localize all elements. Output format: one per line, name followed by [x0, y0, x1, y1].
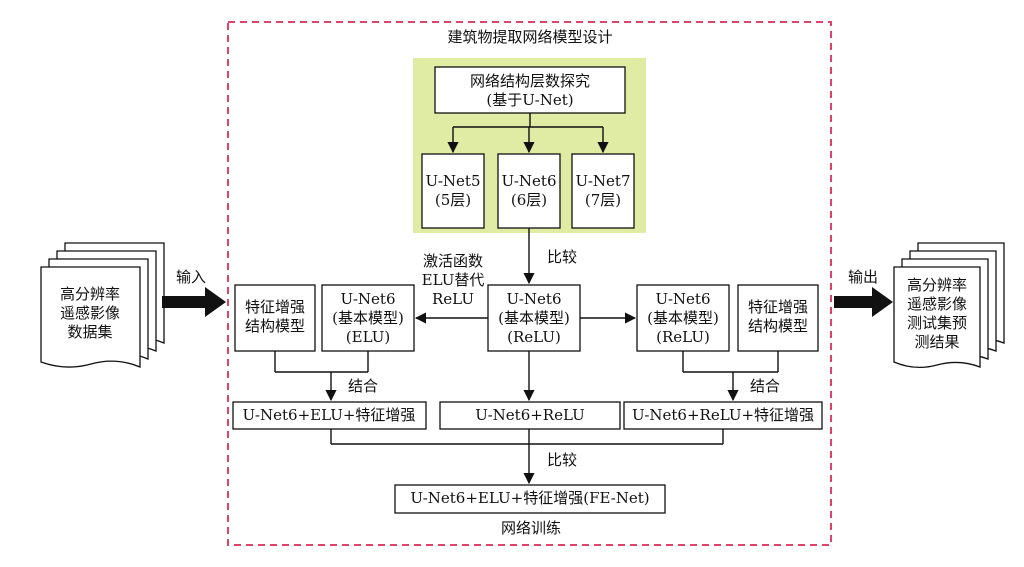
unet5-box: [421, 153, 485, 229]
unet6-elu-label: U-Net6 (基本模型) (ELU): [332, 290, 404, 346]
frame-footer: 网络训练: [500, 519, 561, 537]
compare-top-label: 比较: [546, 248, 577, 266]
output-label: 输出: [847, 268, 878, 286]
compare-bottom-label: 比较: [546, 451, 577, 469]
feature-enhance-right-box: [737, 284, 819, 352]
network-explore-box: [434, 66, 626, 114]
design-frame: [227, 21, 832, 546]
input-arrow-icon: [162, 287, 226, 317]
combo-center-box: [439, 401, 621, 430]
unet7-layer-label: U-Net7 (7层): [575, 172, 631, 209]
unet6-layer-label: U-Net6 (6层): [501, 172, 557, 209]
network-explore-label: 网络结构层数探究 (基于U-Net): [469, 72, 590, 109]
input-label: 输入: [175, 268, 206, 286]
output-arrow-icon: [834, 287, 893, 317]
combo-center-label: U-Net6+ReLU: [475, 406, 585, 424]
feature-enhance-left-label: 特征增强 结构模型: [244, 298, 305, 335]
combo-left-label: U-Net6+ELU+特征增强: [242, 406, 416, 424]
combo-left-box: [232, 401, 427, 430]
combine-left-label: 结合: [347, 377, 378, 395]
input-dataset-label: 高分辨率 遥感影像 数据集: [59, 285, 120, 341]
unet6-relu-center-label: U-Net6 (基本模型) (ReLU): [498, 290, 570, 346]
unet7-layer-box: [571, 153, 635, 229]
feature-enhance-left-box: [234, 284, 316, 352]
unet6-elu-box: [321, 284, 415, 352]
unet6-relu-center-box: [487, 284, 581, 352]
combo-right-box: [623, 401, 823, 430]
combo-right-label: U-Net6+ReLU+特征增强: [631, 406, 815, 424]
feature-enhance-right-label: 特征增强 结构模型: [747, 298, 808, 335]
elu-replace-note: 激活函数 ELU替代 ReLU: [421, 252, 485, 308]
combine-right-label: 结合: [749, 377, 780, 395]
unet5-label: U-Net5 (5层): [425, 172, 481, 209]
final-model-label: U-Net6+ELU+特征增强(FE-Net): [410, 489, 650, 507]
unet6-relu-right-box: [636, 284, 730, 352]
unet6-relu-right-label: U-Net6 (基本模型) (ReLU): [647, 290, 719, 346]
final-box: [394, 484, 666, 514]
input-document-stack: [40, 242, 165, 368]
output-document-stack: [893, 242, 1005, 369]
frame-title: 建筑物提取网络模型设计: [447, 28, 613, 46]
output-result-label: 高分辨率 遥感影像 测试集预 测结果: [906, 276, 967, 351]
